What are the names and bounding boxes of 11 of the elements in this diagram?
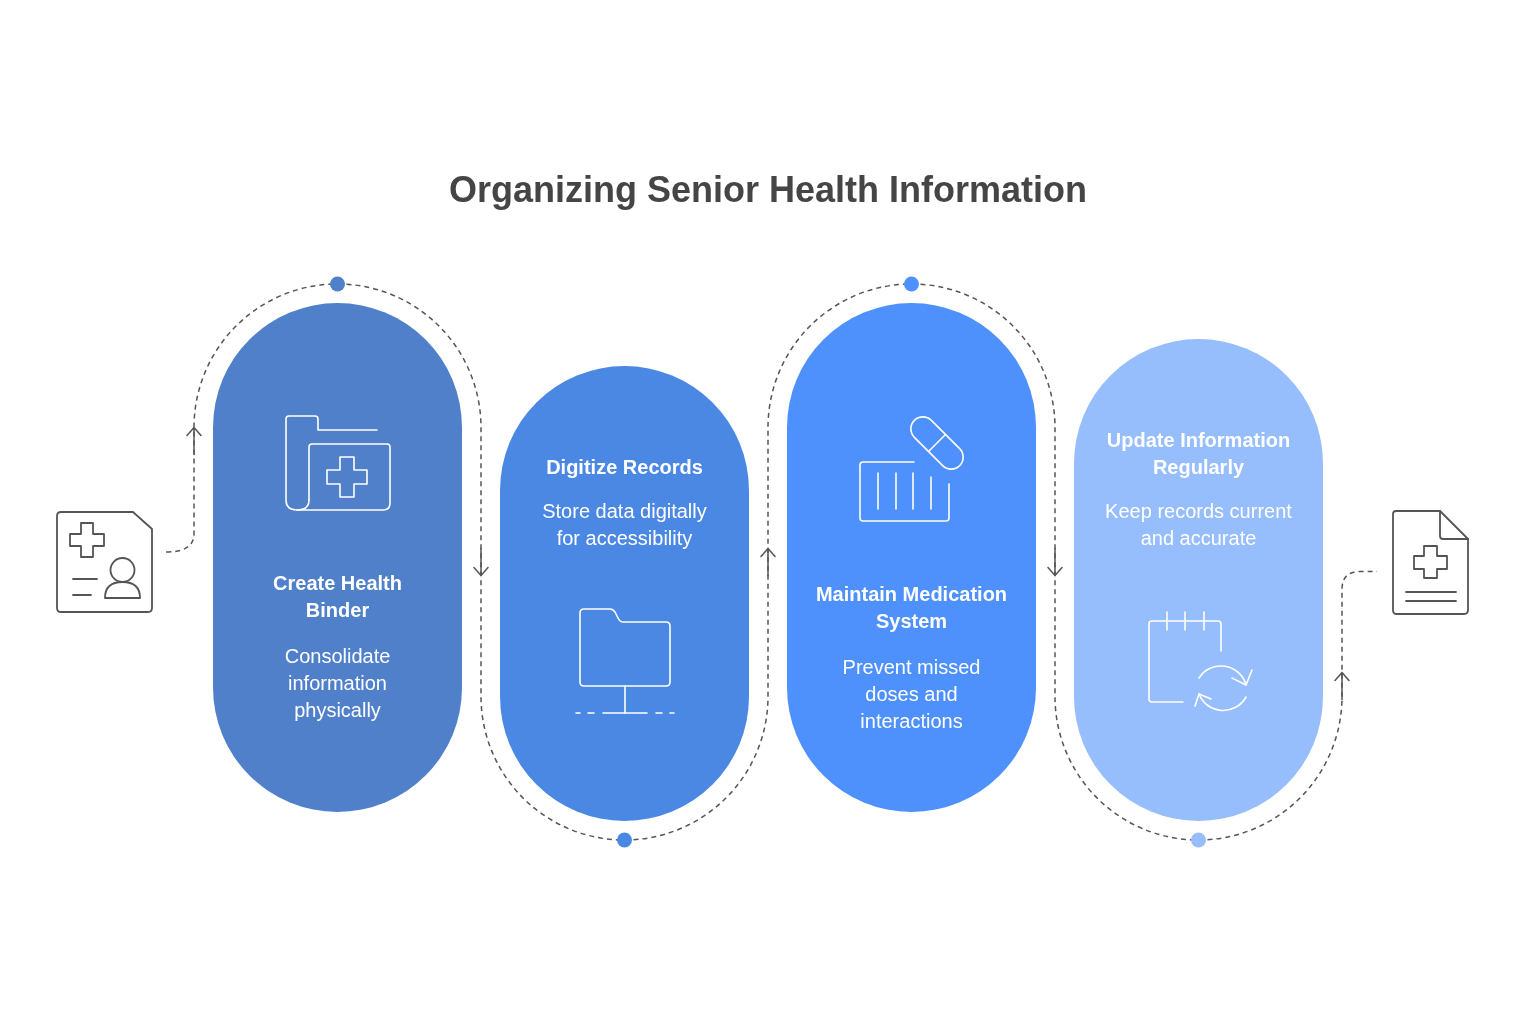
step-title: Create Health Binder	[272, 571, 403, 623]
step-description: Prevent missed doses and interactions	[841, 655, 982, 734]
step-title: Maintain Medication System	[814, 582, 1009, 634]
step-description: Consolidate information physically	[283, 644, 392, 723]
step-title: Update Information Regularly	[1105, 428, 1292, 480]
patient-record-icon	[56, 510, 154, 614]
step-title: Digitize Records	[546, 455, 703, 480]
step-description: Keep records current and accurate	[1104, 499, 1293, 551]
step-description: Store data digitally for accessibility	[541, 499, 708, 551]
diagram-title: Organizing Senior Health Information	[449, 168, 1087, 212]
medical-document-icon	[1391, 509, 1471, 616]
